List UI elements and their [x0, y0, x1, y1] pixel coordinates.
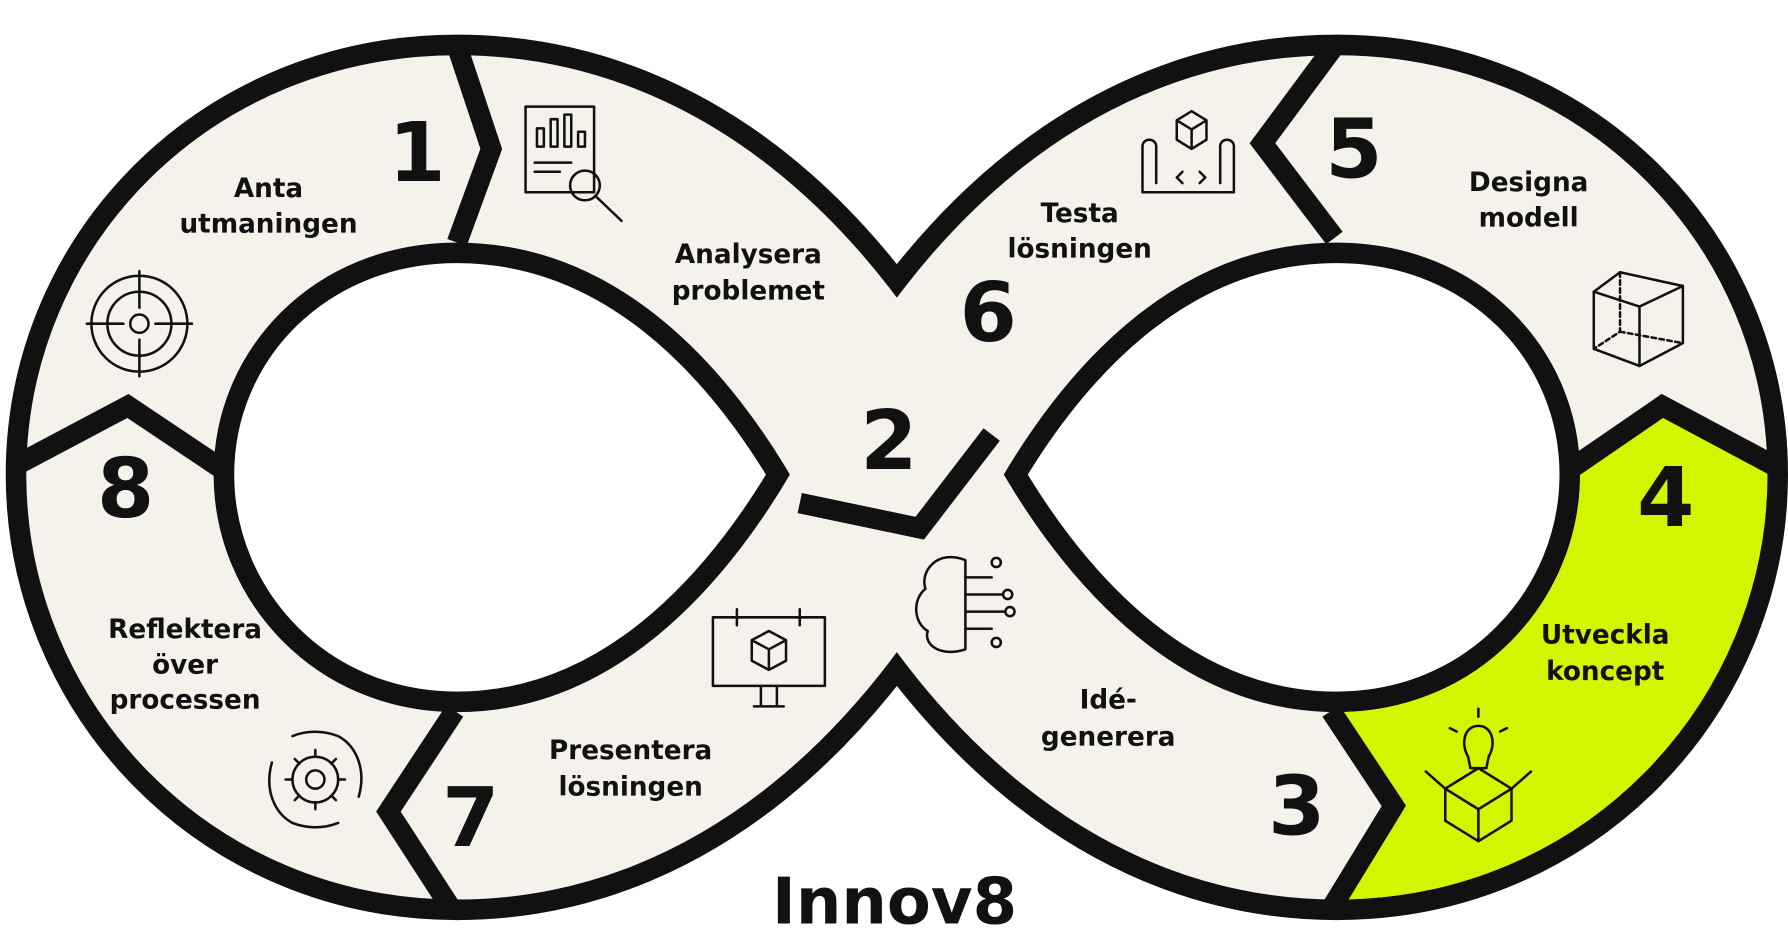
gear-cycle-icon [268, 730, 363, 829]
step-number: 4 [1637, 451, 1694, 546]
cube-blueprint-icon [1141, 109, 1236, 194]
step-3[interactable]: 3 Idé- generera [915, 555, 1325, 854]
step-label: Testa [1041, 199, 1119, 229]
step-label: modell [1479, 204, 1579, 234]
step-7[interactable]: 7 Presentera lösningen [442, 608, 827, 866]
step-number: 2 [860, 394, 917, 489]
step-5[interactable]: 5 Designa modell [1325, 102, 1685, 368]
wireframe-cube-icon [1592, 271, 1685, 368]
step-number: 1 [388, 106, 445, 201]
step-label: Anta [234, 174, 303, 204]
target-icon [85, 269, 194, 378]
step-number: 7 [442, 771, 499, 866]
step-2[interactable]: 2 Analysera problemet [524, 105, 918, 489]
step-number: 8 [97, 442, 154, 537]
step-label: Idé- [1080, 686, 1137, 716]
step-label: Reflektera [108, 615, 262, 645]
lightbulb-box-icon [1424, 707, 1533, 843]
step-label: Analysera [675, 240, 822, 270]
step-number: 3 [1268, 759, 1325, 854]
step-8[interactable]: 8 Reflektera över processen [97, 442, 363, 829]
step-label: problemet [672, 277, 825, 307]
step-label: utmaningen [179, 209, 357, 239]
brand-title: Innov8 [772, 865, 1017, 939]
step-1[interactable]: 1 Anta utmaningen [85, 106, 446, 378]
step-6[interactable]: 6 Testa lösningen [960, 109, 1236, 361]
segment-dividers [8, 39, 1785, 915]
step-label: generera [1041, 722, 1176, 752]
presentation-board-icon [711, 608, 827, 708]
step-label: lösningen [558, 773, 702, 803]
step-label: Designa [1469, 168, 1588, 198]
step-number: 6 [960, 266, 1017, 361]
step-label: Utveckla [1541, 621, 1670, 651]
report-magnifier-icon [524, 105, 623, 223]
step-4[interactable]: 4 Utveckla koncept [1424, 451, 1695, 843]
step-number: 5 [1325, 102, 1382, 197]
step-label: koncept [1546, 657, 1664, 687]
step-label: lösningen [1007, 234, 1151, 264]
step-label: Presentera [549, 736, 712, 766]
step-label: processen [110, 686, 261, 716]
step-label: över [152, 650, 218, 680]
brain-circuit-icon [915, 555, 1016, 654]
